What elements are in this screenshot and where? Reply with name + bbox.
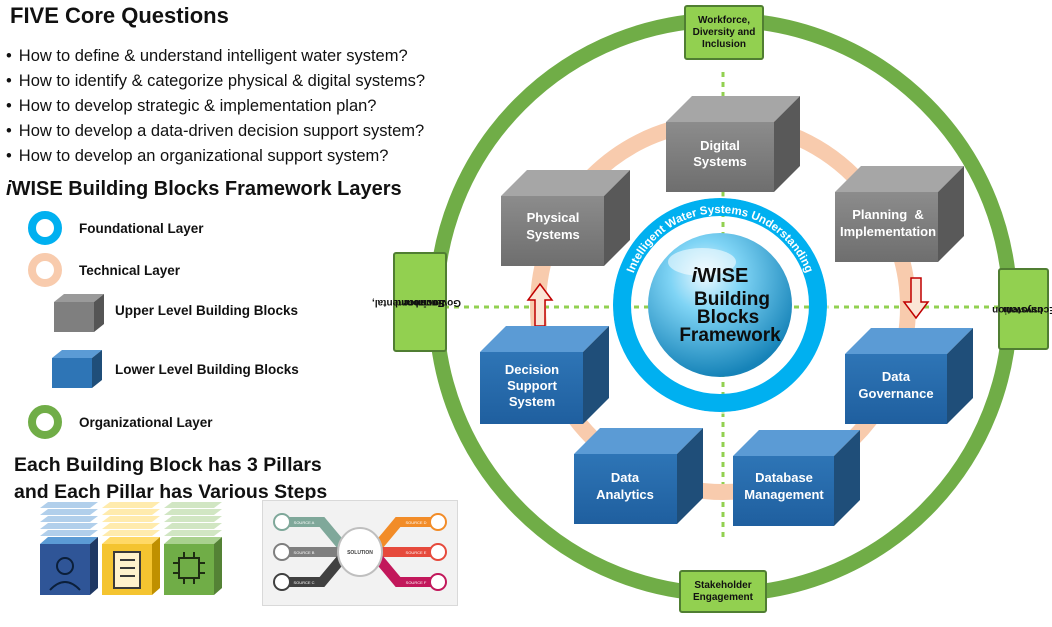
data-governance-line1: Data bbox=[882, 369, 911, 384]
pillars-note: Each Building Block has 3 Pillars and Ea… bbox=[14, 452, 327, 506]
stakeholder-line1: Stakeholder bbox=[694, 579, 752, 591]
org-tag-innovation: Innovation Ecosystem bbox=[992, 268, 1052, 350]
legend-lower-blocks-label: Lower Level Building Blocks bbox=[115, 362, 299, 377]
organizational-ring-icon bbox=[28, 405, 62, 439]
core-question-item: How to develop an organizational support… bbox=[6, 144, 425, 169]
team-icon bbox=[56, 557, 74, 575]
core-question-item: How to identify & categorize physical & … bbox=[6, 69, 425, 94]
infographic-label: SOURCE E bbox=[406, 550, 427, 555]
data-analytics-line1: Data bbox=[611, 470, 640, 485]
digital-systems-line2: Systems bbox=[693, 154, 746, 169]
org-tag-esg: Environmental, Social and Governance bbox=[372, 252, 461, 352]
org-tag-workforce: Workforce, Diversity and Inclusion bbox=[684, 5, 764, 60]
decision-support-line1: Decision bbox=[505, 362, 559, 377]
planning-line1: Planning & bbox=[852, 207, 924, 222]
core-question-item: How to develop strategic & implementatio… bbox=[6, 94, 425, 119]
center-title-line4: Framework bbox=[679, 325, 781, 346]
legend-organizational-label: Organizational Layer bbox=[79, 415, 213, 430]
decision-support-line2: Support bbox=[507, 378, 557, 393]
pillar-stack-green bbox=[164, 502, 222, 595]
pillars-note-line2: and Each Pillar has Various Steps bbox=[14, 481, 328, 503]
physical-systems-line2: Systems bbox=[526, 227, 579, 242]
digital-systems-line1: Digital bbox=[700, 138, 740, 153]
physical-systems-line1: Physical bbox=[527, 210, 580, 225]
lower-block-database-management: Database Management bbox=[733, 430, 860, 526]
core-questions-title: FIVE Core Questions bbox=[10, 3, 229, 28]
infographic-right-arms bbox=[374, 513, 447, 591]
layers-legend-icons bbox=[28, 211, 104, 439]
center-title-line1: iWISE bbox=[692, 265, 749, 287]
steps-infographic-thumbnail: SOLUTION SOURCE A SOURCE B SOURCE C SOUR… bbox=[262, 500, 458, 606]
infographic-label: SOURCE B bbox=[294, 550, 315, 555]
lower-block-data-governance: Data Governance bbox=[845, 328, 973, 424]
framework-title-rest: WISE Building Blocks Framework Layers bbox=[11, 178, 402, 200]
upper-block-planning-implementation: Planning & Implementation bbox=[835, 166, 964, 262]
data-governance-line2: Governance bbox=[858, 386, 933, 401]
database-management-line1: Database bbox=[755, 470, 813, 485]
upper-block-cube-icon bbox=[54, 294, 104, 332]
infographic-label: SOURCE C bbox=[293, 580, 314, 585]
decision-support-line3: System bbox=[509, 394, 555, 409]
core-question-item: How to develop a data-driven decision su… bbox=[6, 119, 425, 144]
lower-block-decision-support: Decision Support System bbox=[480, 326, 609, 424]
legend-foundational-label: Foundational Layer bbox=[79, 221, 204, 236]
core-question-item: How to define & understand intelligent w… bbox=[6, 44, 425, 69]
infographic-center-hub bbox=[337, 527, 383, 577]
foundational-ring-icon bbox=[28, 211, 62, 245]
upper-block-physical-systems: Physical Systems bbox=[501, 170, 630, 266]
legend-technical-label: Technical Layer bbox=[79, 263, 181, 278]
infographic-label: SOURCE F bbox=[406, 580, 427, 585]
legend-upper-blocks-label: Upper Level Building Blocks bbox=[115, 303, 299, 318]
upper-block-digital-systems: Digital Systems bbox=[666, 96, 800, 192]
center-title-line2: Building bbox=[694, 289, 770, 310]
lower-block-data-analytics: Data Analytics bbox=[574, 428, 703, 524]
technical-ring-icon bbox=[28, 253, 62, 287]
database-management-line2: Management bbox=[744, 487, 824, 502]
infographic-label: SOURCE A bbox=[294, 520, 315, 525]
pillar-stack-blue bbox=[40, 502, 98, 595]
checklist-icon bbox=[113, 551, 141, 589]
arrow-down-icon bbox=[902, 277, 930, 320]
infographic-label: SOURCE D bbox=[405, 520, 426, 525]
pillar-stack-yellow bbox=[102, 502, 160, 595]
core-questions-list: How to define & understand intelligent w… bbox=[6, 44, 425, 169]
center-title-line3: Blocks bbox=[697, 307, 759, 328]
org-tag-stakeholder: Stakeholder Engagement bbox=[679, 570, 767, 613]
workforce-line3: Inclusion bbox=[702, 38, 746, 50]
foundational-ring bbox=[613, 198, 827, 412]
workforce-line2: Diversity and bbox=[692, 26, 756, 38]
esg-line3: Governance bbox=[403, 297, 461, 308]
chip-icon bbox=[178, 557, 200, 579]
pillars-note-line1: Each Building Block has 3 Pillars bbox=[14, 454, 322, 476]
lower-block-cube-icon bbox=[52, 350, 102, 388]
innovation-line2: Ecosystem bbox=[1003, 304, 1052, 315]
data-analytics-line2: Analytics bbox=[596, 487, 654, 502]
framework-layers-title: iWISE Building Blocks Framework Layers bbox=[6, 178, 402, 201]
stakeholder-line2: Engagement bbox=[692, 591, 753, 603]
infographic-center-label: SOLUTION bbox=[347, 550, 373, 556]
infographic-left-arms bbox=[273, 513, 346, 591]
framework-title-italic-i: i bbox=[6, 178, 12, 200]
workforce-line1: Workforce, bbox=[697, 14, 751, 26]
planning-line2: Implementation bbox=[840, 224, 936, 239]
pillar-stacks-illustration bbox=[40, 502, 222, 595]
